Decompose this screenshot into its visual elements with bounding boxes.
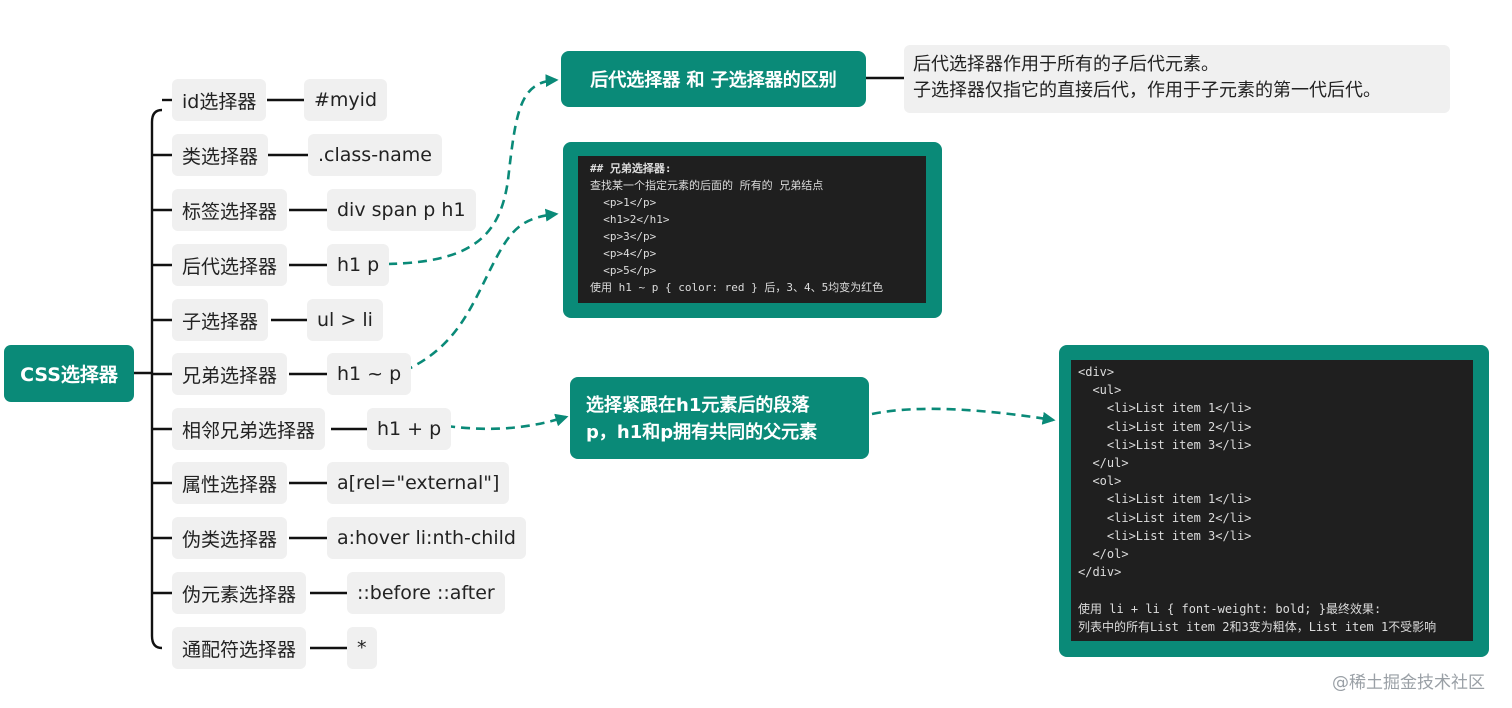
example-pseudo-class[interactable]: a:hover li:nth-child xyxy=(327,517,526,559)
node-pseudo-element-selector[interactable]: 伪元素选择器 xyxy=(172,572,307,614)
example-label: div span p h1 xyxy=(337,199,466,221)
descendant-vs-child-title-text: 后代选择器 和 子选择器的区别 xyxy=(590,70,837,91)
dashed-arrow-adjacent xyxy=(445,413,569,431)
sibling-code-block: ## 兄弟选择器: 查找某一个指定元素的后面的 所有的 兄弟结点 <p>1</p… xyxy=(578,156,926,303)
node-label: 属性选择器 xyxy=(182,473,278,496)
example-label: .class-name xyxy=(318,144,432,166)
dashed-arrow-sibling xyxy=(403,208,559,373)
node-label: 伪类选择器 xyxy=(182,528,278,551)
adjacent-note-line: p，h1和p拥有共同的父元素 xyxy=(586,422,818,443)
example-tag[interactable]: div span p h1 xyxy=(327,189,476,231)
code-line: </div> xyxy=(1078,565,1122,580)
node-attribute-selector[interactable]: 属性选择器 xyxy=(172,462,288,504)
node-label: 通配符选择器 xyxy=(182,638,297,661)
code-line: ## 兄弟选择器: xyxy=(590,162,672,175)
adjacent-sibling-note[interactable]: 选择紧跟在h1元素后的段落 p，h1和p拥有共同的父元素 xyxy=(570,377,869,459)
example-label: ul > li xyxy=(317,309,373,331)
example-label: * xyxy=(357,637,367,659)
node-class-selector[interactable]: 类选择器 xyxy=(172,134,269,176)
node-label: 标签选择器 xyxy=(182,200,278,223)
node-pseudo-class-selector[interactable]: 伪类选择器 xyxy=(172,517,288,559)
example-universal[interactable]: * xyxy=(347,627,377,669)
spine-line xyxy=(150,108,163,650)
node-tag-selector[interactable]: 标签选择器 xyxy=(172,189,288,231)
node-label: id选择器 xyxy=(182,90,257,113)
example-label: ::before ::after xyxy=(357,582,495,604)
code-line: <ol> xyxy=(1078,474,1122,489)
example-adjacent-sibling[interactable]: h1 + p xyxy=(367,408,452,450)
node-label: 后代选择器 xyxy=(182,255,278,278)
code-line: <li>List item 2</li> xyxy=(1078,510,1252,525)
example-sibling[interactable]: h1 ~ p xyxy=(327,353,412,395)
root-label: CSS选择器 xyxy=(20,364,118,386)
dashed-arrow-adjacent-code xyxy=(871,407,1056,425)
code-line: <p>3</p> xyxy=(590,230,657,243)
sibling-code-frame: ## 兄弟选择器: 查找某一个指定元素的后面的 所有的 兄弟结点 <p>1</p… xyxy=(563,142,942,318)
example-label: h1 p xyxy=(337,254,380,276)
code-line: <p>5</p> xyxy=(590,264,657,277)
code-line: </ol> xyxy=(1078,547,1129,562)
code-line: <ul> xyxy=(1078,383,1122,398)
example-attribute[interactable]: a[rel="external"] xyxy=(327,462,510,504)
code-line: <p>1</p> xyxy=(590,196,657,209)
example-id[interactable]: #myid xyxy=(304,79,388,121)
adjacent-code-block: <div> <ul> <li>List item 1</li> <li>List… xyxy=(1071,360,1473,641)
example-label: h1 ~ p xyxy=(337,363,402,385)
example-descendant[interactable]: h1 p xyxy=(327,244,390,286)
node-id-selector[interactable]: id选择器 xyxy=(172,79,267,121)
watermark: @稀土掘金技术社区 xyxy=(1332,673,1485,693)
node-label: 兄弟选择器 xyxy=(182,364,278,387)
example-class[interactable]: .class-name xyxy=(308,134,442,176)
dashed-arrow-descendant xyxy=(387,74,559,266)
node-sibling-selector[interactable]: 兄弟选择器 xyxy=(172,353,288,395)
node-descendant-selector[interactable]: 后代选择器 xyxy=(172,244,288,286)
example-label: h1 + p xyxy=(377,418,442,440)
node-adjacent-sibling-selector[interactable]: 相邻兄弟选择器 xyxy=(172,408,326,450)
code-line: </ul> xyxy=(1078,456,1129,471)
code-line: <h1>2</h1> xyxy=(590,213,670,226)
node-child-selector[interactable]: 子选择器 xyxy=(172,299,269,341)
adjacent-note-line: 选择紧跟在h1元素后的段落 xyxy=(586,395,810,416)
node-label: 相邻兄弟选择器 xyxy=(182,419,316,442)
node-universal-selector[interactable]: 通配符选择器 xyxy=(172,627,307,669)
adjacent-code-frame: <div> <ul> <li>List item 1</li> <li>List… xyxy=(1059,345,1489,657)
root-node[interactable]: CSS选择器 xyxy=(4,345,134,402)
code-line: <li>List item 3</li> xyxy=(1078,437,1252,452)
code-line: 列表中的所有List item 2和3变为粗体，List item 1不受影响 xyxy=(1078,619,1437,634)
example-label: a:hover li:nth-child xyxy=(337,527,516,549)
node-label: 类选择器 xyxy=(182,145,259,168)
code-line: 使用 h1 ~ p { color: red } 后，3、4、5均变为红色 xyxy=(590,281,884,294)
code-line: <li>List item 2</li> xyxy=(1078,419,1252,434)
code-line: 查找某一个指定元素的后面的 所有的 兄弟结点 xyxy=(590,179,824,192)
example-pseudo-element[interactable]: ::before ::after xyxy=(347,572,505,614)
node-label: 子选择器 xyxy=(182,310,259,333)
example-child[interactable]: ul > li xyxy=(307,299,383,341)
code-line: ​ xyxy=(1078,581,1473,599)
code-line: 使用 li + li { font-weight: bold; }最终效果: xyxy=(1078,601,1382,616)
descendant-vs-child-note: 后代选择器作用于所有的子后代元素。 子选择器仅指它的直接后代，作用于子元素的第一… xyxy=(904,45,1450,113)
example-label: a[rel="external"] xyxy=(337,472,500,494)
code-line: <li>List item 1</li> xyxy=(1078,401,1252,416)
example-label: #myid xyxy=(314,89,378,111)
code-line: <li>List item 3</li> xyxy=(1078,528,1252,543)
code-line: <div> xyxy=(1078,365,1115,379)
code-line: <p>4</p> xyxy=(590,247,657,260)
descendant-vs-child-title[interactable]: 后代选择器 和 子选择器的区别 xyxy=(561,51,866,107)
code-line: <li>List item 1</li> xyxy=(1078,492,1252,507)
node-label: 伪元素选择器 xyxy=(182,583,297,606)
